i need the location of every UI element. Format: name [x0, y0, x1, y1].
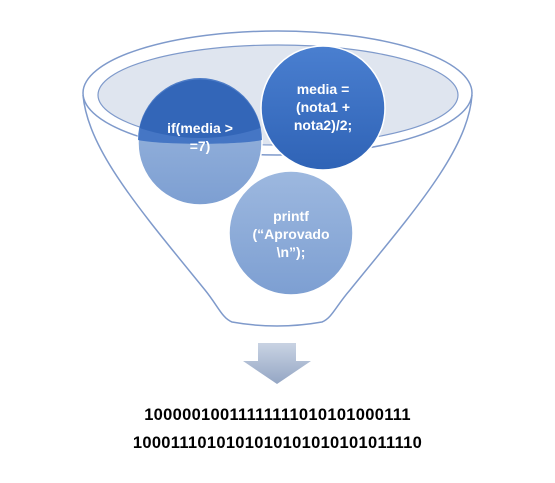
circle-media: media = (nota1 + nota2)/2;: [260, 45, 386, 171]
circle-if: if(media > =7): [137, 78, 263, 206]
circle-if-line-1: if(media >: [167, 120, 233, 136]
binary-line-1: 10000010011111111010101000111: [144, 406, 411, 424]
circle-printf-line-3: \n”);: [277, 244, 306, 260]
circle-media-line-2: (nota1 +: [296, 99, 350, 115]
circle-printf: printf (“Aprovado \n”);: [228, 170, 354, 296]
circle-media-line-1: media =: [297, 81, 350, 97]
binary-line-2: 1000111010101010101010101011110: [132, 434, 423, 452]
circle-printf-line-2: (“Aprovado: [253, 226, 330, 242]
circle-printf-line-1: printf: [273, 208, 309, 224]
circle-if-line-2: =7): [190, 138, 211, 154]
down-arrow-icon: [243, 343, 311, 384]
circle-media-line-3: nota2)/2;: [294, 117, 352, 133]
